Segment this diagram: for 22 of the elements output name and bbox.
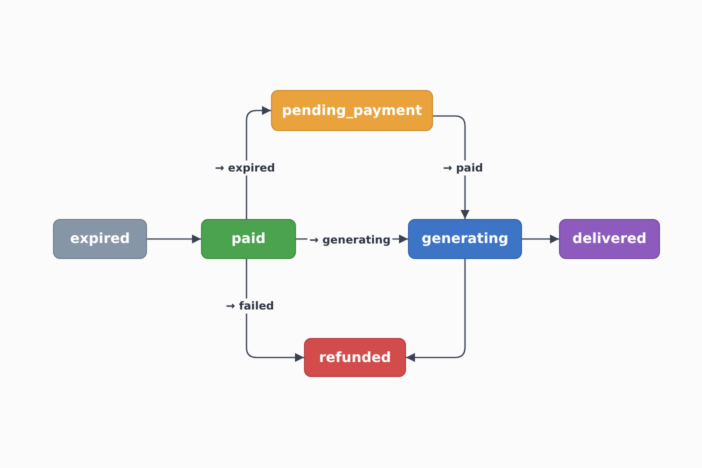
- arrow: [522, 234, 559, 244]
- edge-label: → generating: [307, 232, 393, 248]
- state-name: refunded: [319, 350, 391, 366]
- state-name: generating: [422, 231, 508, 247]
- state-box: [53, 219, 147, 259]
- state-name: delivered: [572, 231, 647, 247]
- arrow: [433, 115, 470, 219]
- state-name: pending_payment: [282, 102, 422, 118]
- state-box: [304, 338, 406, 377]
- arrow: [246, 106, 271, 219]
- state-box: [271, 90, 433, 131]
- arrow: [246, 259, 304, 362]
- arrow: [147, 234, 201, 244]
- state-box: [408, 219, 522, 259]
- state-name: expired: [70, 231, 130, 247]
- edge-label: → expired: [213, 160, 277, 176]
- state-box: [559, 219, 660, 259]
- state-name: paid: [231, 231, 266, 247]
- edge-label: → failed: [224, 298, 276, 314]
- arrow: [406, 259, 466, 362]
- edge-label: → paid: [441, 160, 485, 176]
- state-box: [201, 219, 296, 259]
